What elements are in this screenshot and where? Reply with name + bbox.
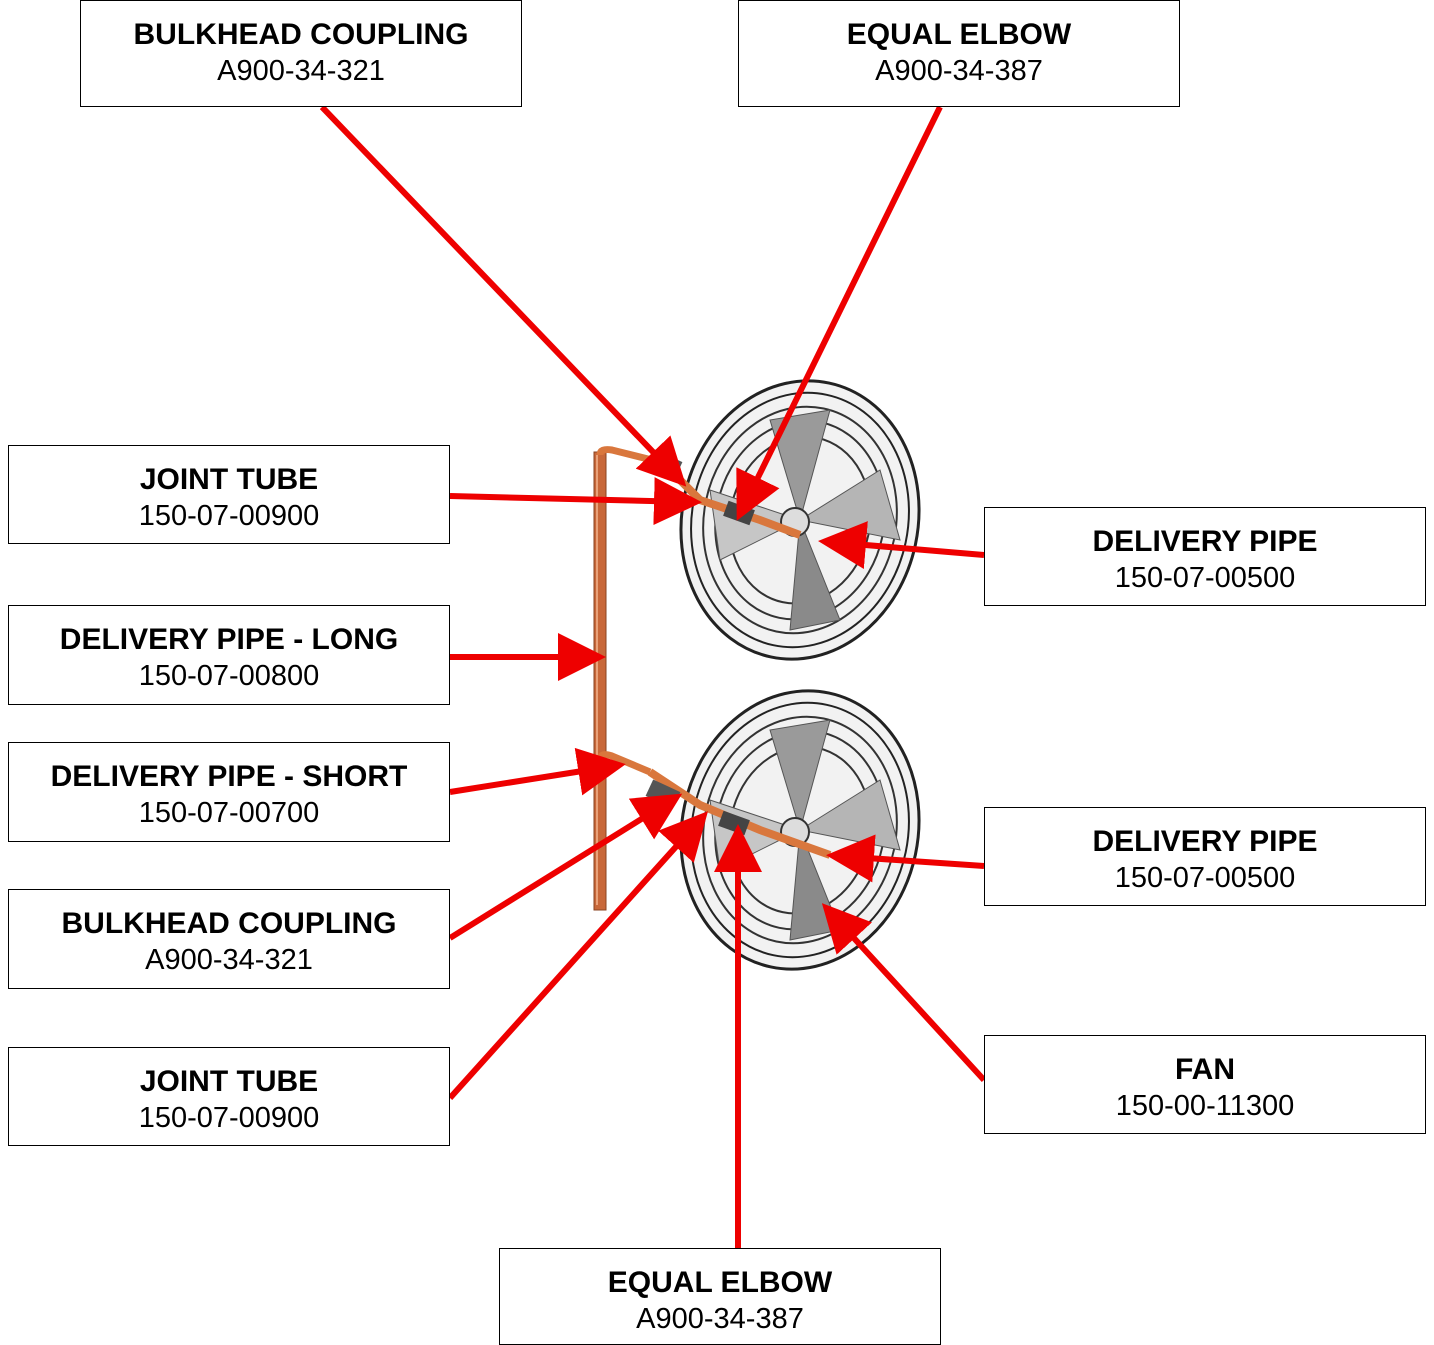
label-delivery-pipe-lower: DELIVERY PIPE 150-07-00500 [984,807,1426,906]
label-part-number: 150-07-00500 [1114,862,1296,894]
label-part-number: 150-00-11300 [1115,1090,1295,1122]
arrow-bulkhead-coupling-top [319,104,687,487]
arrow-joint-tube-lower [447,811,709,1101]
label-name: DELIVERY PIPE [1092,825,1318,858]
label-fan: FAN 150-00-11300 [984,1035,1426,1134]
label-equal-elbow-top: EQUAL ELBOW A900-34-387 [738,0,1180,107]
label-part-number: 150-07-00900 [138,500,320,532]
label-name: JOINT TUBE [139,1065,319,1098]
label-part-number: 150-07-00900 [138,1102,320,1134]
label-part-number: A900-34-321 [145,944,313,976]
label-bulkhead-coupling-top: BULKHEAD COUPLING A900-34-321 [80,0,522,107]
leader-arrows [319,104,987,1248]
label-name: BULKHEAD COUPLING [61,907,397,940]
label-name: DELIVERY PIPE [1092,525,1318,558]
label-joint-tube-lower: JOINT TUBE 150-07-00900 [8,1047,450,1146]
label-name: DELIVERY PIPE - SHORT [50,760,408,793]
label-delivery-pipe-short: DELIVERY PIPE - SHORT 150-07-00700 [8,742,450,842]
label-joint-tube-upper: JOINT TUBE 150-07-00900 [8,445,450,544]
label-name: EQUAL ELBOW [607,1266,833,1299]
label-name: JOINT TUBE [139,463,319,496]
label-name: DELIVERY PIPE - LONG [59,623,399,656]
upper-fan [647,379,921,661]
label-delivery-pipe-long: DELIVERY PIPE - LONG 150-07-00800 [8,605,450,705]
label-name: BULKHEAD COUPLING [133,18,469,51]
label-delivery-pipe-upper: DELIVERY PIPE 150-07-00500 [984,507,1426,606]
label-name: FAN [1175,1053,1235,1086]
arrow-bulkhead-coupling-lower [448,793,683,941]
label-part-number: 150-07-00800 [138,660,320,692]
label-part-number: A900-34-387 [636,1303,804,1335]
arrow-delivery-pipe-short [449,747,626,796]
label-part-number: A900-34-387 [875,55,1043,87]
label-part-number: 150-07-00500 [1114,562,1296,594]
arrow-joint-tube-upper [449,477,702,526]
arrow-delivery-pipe-upper [818,521,985,569]
arrow-delivery-pipe-lower [826,834,985,883]
label-part-number: A900-34-321 [217,55,385,87]
arrow-equal-elbow-top [736,105,943,521]
label-bulkhead-coupling-lower: BULKHEAD COUPLING A900-34-321 [8,889,450,989]
arrow-fan [821,903,987,1083]
label-name: EQUAL ELBOW [846,18,1072,51]
label-part-number: 150-07-00700 [138,797,320,829]
label-equal-elbow-bottom: EQUAL ELBOW A900-34-387 [499,1248,941,1345]
